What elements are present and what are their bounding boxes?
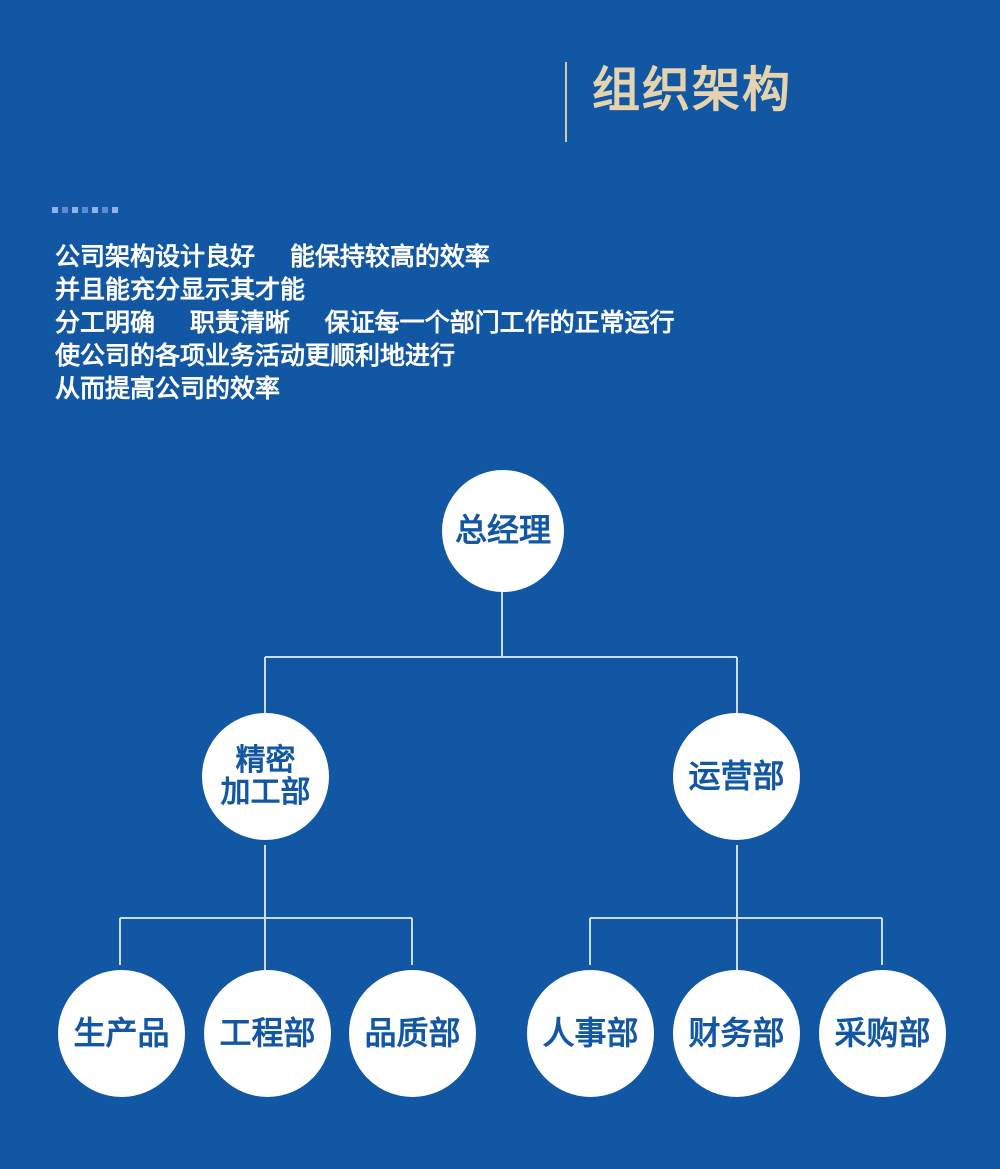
intro-text: 公司架构设计良好 能保持较高的效率 并且能充分显示其才能 分工明确 职责清晰 保… bbox=[55, 240, 675, 405]
node-quality-dept: 品质部 bbox=[349, 970, 476, 1097]
node-general-manager: 总经理 bbox=[442, 470, 564, 592]
node-label: 精密 加工部 bbox=[220, 743, 311, 810]
node-label: 采购部 bbox=[834, 1013, 931, 1052]
intro-line: 并且能充分显示其才能 bbox=[55, 275, 306, 304]
node-production: 生产品 bbox=[58, 970, 185, 1097]
page-title: 组织架构 bbox=[592, 62, 793, 118]
decorative-dots bbox=[52, 207, 118, 213]
node-label: 财务部 bbox=[688, 1013, 785, 1052]
intro-line: 使公司的各项业务活动更顺利地进行 bbox=[55, 341, 456, 370]
node-label: 人事部 bbox=[542, 1013, 639, 1052]
intro-line: 分工明确 职责清晰 保证每一个部门工作的正常运行 bbox=[55, 308, 675, 337]
node-precision-machining-dept: 精密 加工部 bbox=[202, 713, 329, 840]
node-label: 运营部 bbox=[688, 756, 785, 795]
node-procurement-dept: 采购部 bbox=[819, 970, 946, 1097]
node-engineering-dept: 工程部 bbox=[204, 970, 331, 1097]
node-label: 工程部 bbox=[219, 1013, 316, 1052]
intro-line: 从而提高公司的效率 bbox=[55, 374, 281, 403]
node-hr-dept: 人事部 bbox=[527, 970, 654, 1097]
node-finance-dept: 财务部 bbox=[673, 970, 800, 1097]
node-label: 生产品 bbox=[73, 1013, 170, 1052]
title-accent-bar bbox=[565, 62, 567, 142]
node-label: 总经理 bbox=[454, 511, 551, 550]
intro-line: 公司架构设计良好 能保持较高的效率 bbox=[55, 242, 490, 271]
node-operations-dept: 运营部 bbox=[673, 713, 800, 840]
node-label: 品质部 bbox=[364, 1013, 461, 1052]
